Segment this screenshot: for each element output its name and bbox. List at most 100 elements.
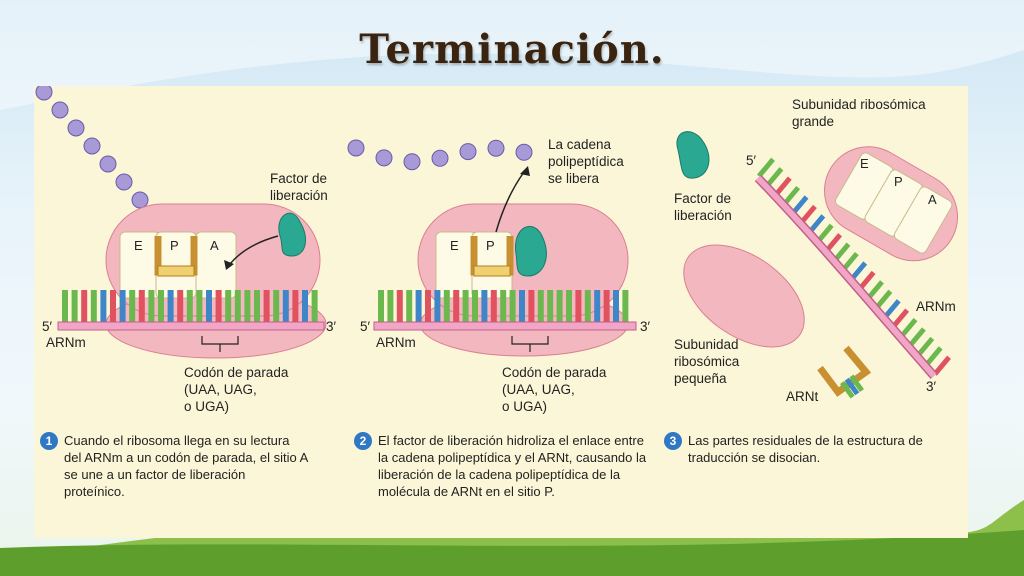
translation-termination-figure: Factor de liberación E P A 5′ 3′ ARNm Co… [34, 86, 968, 538]
step2-mrna-base [528, 290, 535, 322]
step2-amino-acid [487, 139, 505, 157]
step2-label-5prime: 5′ [360, 319, 371, 334]
step1-mrna-base [302, 290, 308, 322]
step2-arrow [495, 171, 525, 233]
step3-mrna-base [765, 167, 784, 188]
step2-mrna-base [556, 290, 563, 322]
step1-mrna-strand [57, 321, 325, 331]
step3-mrna-strand-fill [755, 175, 937, 378]
step2-mrna-base [509, 290, 516, 322]
step1-caption: Cuando el ribosoma llega en su lectura d… [64, 433, 308, 499]
step3-mrna-base [907, 327, 926, 348]
step3-mrna-base [782, 185, 801, 207]
step3-mrna-base [790, 195, 809, 216]
step2-mrna-base [584, 290, 591, 322]
step3-mrna-base [924, 346, 943, 367]
step1-amino-acid [99, 155, 117, 173]
step3-label-small-subunit: Subunidad ribosómica pequeña [674, 337, 740, 386]
step3-mrna-base [756, 157, 775, 178]
step1-label-5prime: 5′ [42, 319, 53, 334]
step3-label-mrna: ARNm [916, 299, 956, 314]
step1-amino-acid [83, 137, 101, 155]
step2-label-3prime: 3′ [640, 319, 651, 334]
step1-mrna-base [311, 290, 318, 322]
step1-mrna-base [90, 290, 97, 322]
step3-trna-base [849, 374, 864, 393]
step1-amino-acid [131, 191, 149, 209]
step3-trna [817, 345, 872, 397]
step3-mrna-base [815, 223, 834, 244]
step2-number-badge: 2 [354, 432, 372, 450]
step1-site-a-label: A [210, 238, 219, 253]
step3-mrna-base [899, 317, 918, 339]
step1-mrna-base [177, 290, 184, 322]
figure-drawing [35, 86, 959, 399]
step2-amino-acid [403, 153, 421, 171]
step2-site-p-label: P [486, 238, 495, 253]
step2-release-factor [515, 225, 547, 277]
step2-arrow-head [520, 166, 530, 176]
step2-polypeptide-chain [347, 139, 533, 171]
step1-site-e-label: E [134, 238, 143, 253]
step1-number-badge: 1 [40, 432, 58, 450]
step3-trna-bases [840, 374, 864, 399]
step2-mrna-base [406, 290, 413, 322]
step2-mrna-base [537, 290, 544, 322]
step2-mrna-base [378, 290, 384, 322]
step1-mrna-base [119, 290, 126, 322]
step1-mrna-base [282, 290, 289, 322]
step2-mrna-base [519, 290, 525, 322]
step3-label-5prime: 5′ [746, 153, 757, 168]
step1-polypeptide-chain [35, 86, 165, 227]
step2-mrna-base [566, 290, 572, 322]
step2-mrna-base [575, 290, 582, 322]
step1-mrna-base [148, 290, 155, 322]
step3-caption: Las partes residuales de la estructura d… [688, 433, 923, 465]
step3-trna-base [844, 377, 860, 396]
step2-mrna-base [481, 290, 488, 322]
step2-amino-acid [347, 139, 365, 157]
step1-arrow [229, 235, 279, 265]
step3-site-a-label: A [928, 192, 937, 207]
step2-label-mrna: ARNm [376, 335, 416, 350]
step3-mrna-base [932, 355, 951, 376]
step2-trna-anticodon [473, 265, 511, 277]
step3-mrna-base [857, 270, 876, 291]
step2-stop-codon-bracket [511, 336, 549, 352]
step1-mrna-base [263, 290, 270, 322]
step1-mrna-base [110, 290, 116, 322]
step2-label-stop-codon: Codón de parada (UAA, UAG, o UGA) [502, 365, 607, 414]
step3-label-large-subunit: Subunidad ribosómica grande [792, 97, 926, 129]
step1-mrna-base [206, 290, 212, 322]
step1-amino-acid [35, 86, 53, 101]
step3-small-subunit [683, 244, 805, 348]
step1-mrna-base [273, 290, 280, 322]
step3-mrna-base [916, 336, 935, 357]
step1-arrow-head [224, 260, 234, 270]
step1-mrna-base [138, 290, 145, 322]
step2-mrna-bases [378, 290, 629, 322]
step1-mrna-base [158, 290, 164, 322]
step3-mrna-base [807, 214, 826, 235]
step3-mrna-base [824, 233, 843, 254]
step1-mrna-base [196, 290, 203, 322]
step3-label-release-factor: Factor de liberación [674, 191, 732, 223]
step3-mrna-base [865, 280, 884, 301]
step1-mrna-base [100, 290, 107, 322]
step3-mrna-base [891, 308, 910, 329]
step1-mrna-bases [62, 290, 318, 322]
step1-label-mrna: ARNm [46, 335, 86, 350]
step1-amino-acid [115, 173, 133, 191]
step2-mrna-base [415, 290, 422, 322]
grass-hill-front [0, 530, 1024, 576]
step2-amino-acid [459, 143, 477, 161]
step3-mrna-base [798, 204, 817, 225]
step2-mrna-base [443, 290, 450, 322]
step3-site-e-label: E [860, 156, 869, 171]
step1-mrna-base [62, 290, 68, 322]
step2-caption: El factor de liberación hidroliza el enl… [378, 433, 647, 499]
step1-mrna-base [244, 290, 251, 322]
step2-amino-acid [431, 149, 449, 167]
step2-mrna-base [547, 290, 554, 322]
step3-site-p-label: P [894, 174, 903, 189]
